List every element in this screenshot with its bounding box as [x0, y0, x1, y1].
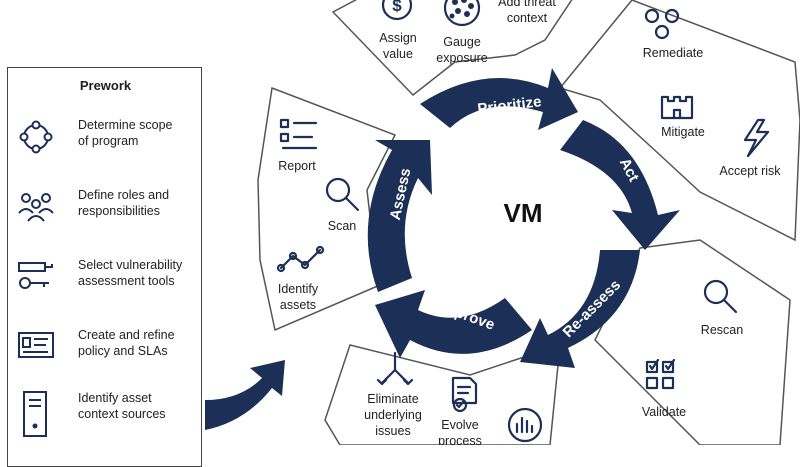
eliminate-label-1: Eliminate: [367, 392, 418, 406]
prework-item-asset-context-line2: context sources: [78, 407, 166, 421]
prework-item-asset-context-line1: Identify asset: [78, 391, 152, 405]
prework-flow-arrow: [205, 360, 285, 430]
report-list-icon: [279, 118, 318, 150]
vm-cycle-diagram: .pan { fill:#fff; stroke:#555; stroke-wi…: [205, 0, 800, 448]
evolve-label-1: Evolve: [441, 418, 479, 432]
checklist-icon: [645, 358, 676, 390]
reassess-arrow: [520, 250, 640, 368]
prioritize-arrow: [420, 68, 578, 130]
people-icon: [18, 193, 54, 222]
eliminate-label-3: issues: [375, 424, 410, 438]
split-arrow-icon: [376, 351, 414, 386]
castle-icon: [660, 95, 694, 120]
prioritize-panel: [331, 0, 573, 97]
center-label: VM: [504, 198, 543, 228]
lightning-icon: [743, 118, 770, 158]
svg-text:$: $: [392, 0, 402, 15]
rescan-label: Rescan: [701, 323, 743, 337]
gears-icon: [644, 8, 680, 40]
gauge-exposure-label-1: Gauge: [443, 35, 481, 49]
policy-card-icon: [18, 332, 54, 358]
scan-label: Scan: [328, 219, 357, 233]
prework-item-scope: Determine scope of program: [16, 117, 201, 161]
add-threat-label-1: Add threat: [498, 0, 556, 9]
assign-value-label-1: Assign: [379, 31, 417, 45]
prework-item-tools: Select vulnerability assessment tools: [16, 257, 201, 301]
gauge-exposure-label-2: exposure: [436, 51, 487, 65]
prework-item-tools-line2: assessment tools: [78, 274, 175, 288]
prework-item-scope-line2: of program: [78, 134, 139, 148]
assess-arrow: [367, 140, 432, 292]
prework-item-policy-line2: policy and SLAs: [78, 344, 168, 358]
prework-item-scope-line1: Determine scope: [78, 118, 173, 132]
report-label: Report: [278, 159, 316, 173]
scope-icon: [19, 120, 53, 154]
prework-item-policy-line1: Create and refine: [78, 328, 175, 342]
accept-risk-label: Accept risk: [719, 164, 781, 178]
prework-panel: Prework Determine scope of program Defin…: [7, 67, 202, 467]
eliminate-label-2: underlying: [364, 408, 422, 422]
mitigate-label: Mitigate: [661, 125, 705, 139]
process-doc-icon: [451, 376, 478, 413]
evolve-label-2: process: [438, 434, 482, 445]
add-threat-label-2: context: [507, 11, 548, 25]
improve-arrow: [375, 290, 532, 358]
prework-title: Prework: [79, 78, 132, 93]
prework-item-roles: Define roles and responsibilities: [16, 187, 201, 231]
cycle-svg: .pan { fill:#fff; stroke:#555; stroke-wi…: [205, 0, 800, 448]
prework-item-policy: Create and refine policy and SLAs: [16, 327, 201, 371]
identify-assets-label-2: assets: [280, 298, 316, 312]
prework-item-tools-line1: Select vulnerability: [78, 258, 183, 272]
metrics-icon: [507, 407, 543, 443]
act-panel: [558, 0, 800, 242]
assign-value-label-2: value: [383, 47, 413, 61]
magnifier-rescan-icon: [703, 279, 738, 314]
validate-label: Validate: [642, 405, 686, 419]
prework-item-roles-line2: responsibilities: [78, 204, 160, 218]
identify-assets-label-1: Identify: [278, 282, 319, 296]
exposure-icon: [443, 0, 481, 27]
prework-item-asset-context: Identify asset context sources: [16, 390, 201, 437]
asset-nodes-icon: [276, 245, 325, 273]
prework-item-roles-line1: Define roles and: [78, 188, 170, 202]
tools-icon: [18, 262, 53, 289]
act-arrow: [560, 120, 680, 250]
dollar-icon: $: [381, 0, 413, 21]
remediate-label: Remediate: [643, 46, 703, 60]
magnifier-scan-icon: [325, 177, 360, 212]
server-icon: [23, 391, 47, 437]
